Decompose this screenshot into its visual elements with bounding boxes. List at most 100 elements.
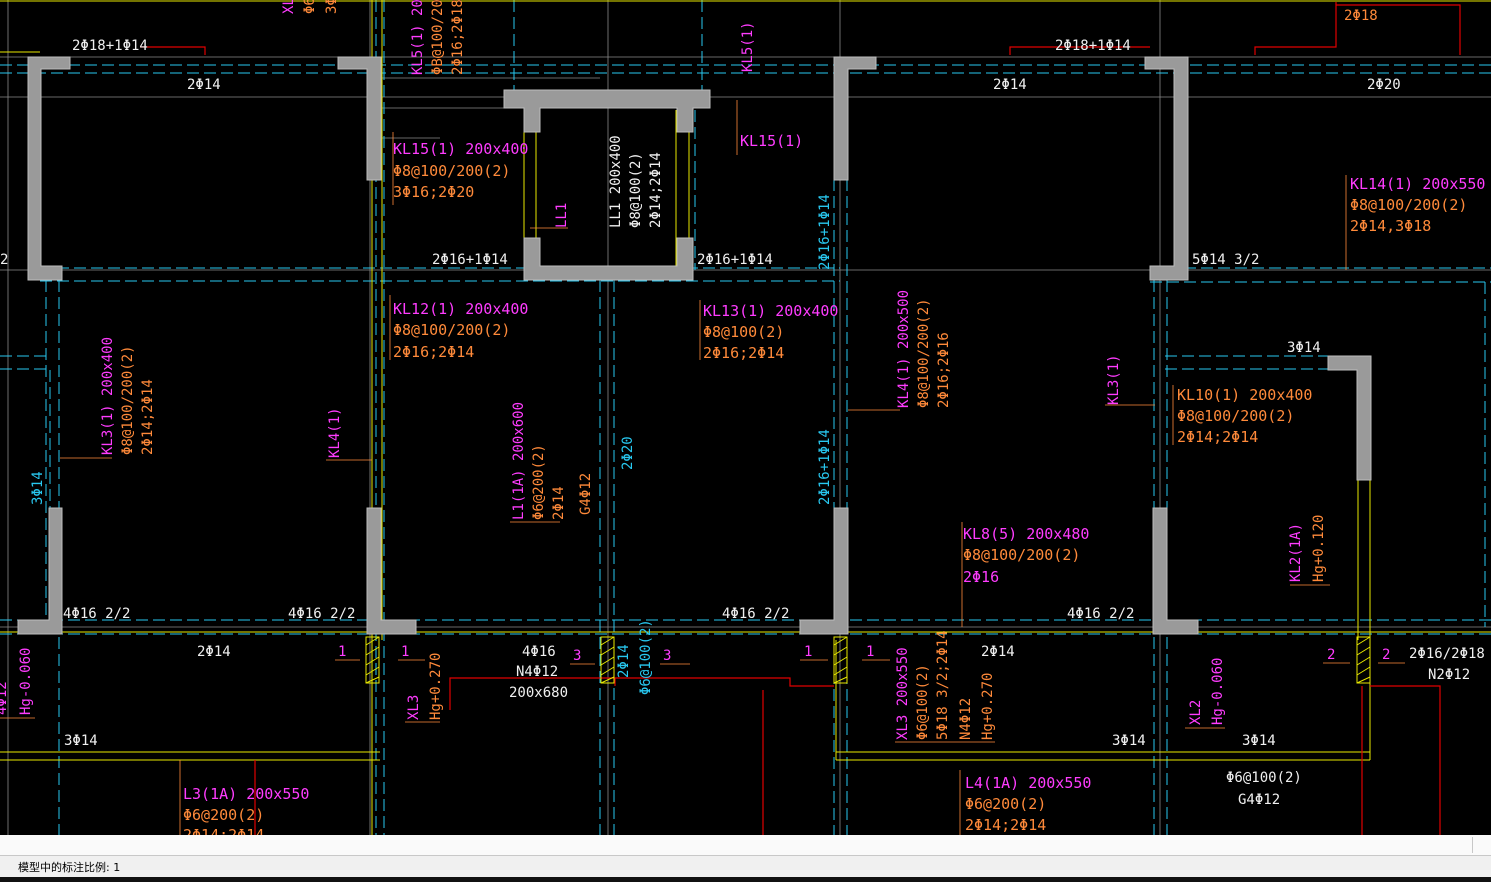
vertical-annotation-label-v18: G4Φ12 — [578, 473, 594, 515]
annotation-label-t7: KL15(1) 200x400 — [393, 140, 528, 158]
vertical-annotation-label-v29: XL3 — [406, 695, 422, 720]
vertical-annotation-label-v31: 2Φ14 — [616, 644, 632, 678]
annotation-label-t46: 1 — [866, 644, 874, 660]
horizontal-scroll-strip[interactable] — [0, 835, 1491, 856]
vertical-annotation-label-v12: 2Φ14;2Φ14 — [140, 379, 156, 455]
vertical-annotation-label-v20: 2Φ16+1Φ14 — [817, 429, 833, 505]
annotation-label-t32: 4Φ16 2/2 — [722, 606, 789, 622]
vertical-annotation-label-v5: LL1 — [554, 203, 570, 228]
vertical-annotation-label-v11: Φ8@100/200(2) — [120, 345, 136, 455]
annotation-label-t28: Φ8@100/200(2) — [963, 546, 1080, 564]
annotation-label-t29: 2Φ16 — [963, 568, 999, 586]
vertical-annotation-label-v25: KL2(1A) — [1288, 523, 1304, 582]
vertical-annotation-label-v1: KL5(1) 200x4** — [410, 0, 426, 75]
hatched-columns — [365, 636, 1371, 684]
concrete-walls — [17, 56, 1372, 635]
vertical-annotation-label-v28: Hg-0.060 — [18, 648, 34, 715]
vertical-annotation-label-v38: XL2 — [1188, 700, 1204, 725]
annotation-label-t1: 2Φ18+1Φ14 — [72, 38, 148, 54]
annotation-label-t3: 2Φ18+1Φ14 — [1055, 38, 1131, 54]
vertical-annotation-label-v7: Φ8@100(2) — [628, 152, 644, 228]
annotation-label-t36: N4Φ12 — [516, 664, 558, 680]
annotation-label-t44: 3 — [663, 648, 671, 664]
annotation-label-t53: G4Φ12 — [1238, 792, 1280, 808]
annotation-label-t41: 1 — [338, 644, 346, 660]
annotation-label-t24: KL10(1) 200x400 — [1177, 386, 1312, 404]
vertical-annotation-label-v15: L1(1A) 200x600 — [511, 402, 527, 520]
vertical-annotation-label-v2: ΦB@100/20* — [430, 0, 446, 75]
annotation-label-t49: 3Φ14 — [64, 733, 98, 749]
vertical-annotation-label-v24: KL3(1) — [1106, 354, 1122, 405]
annotation-label-t10: KL15(1) — [740, 132, 803, 150]
grid-lines — [0, 0, 1491, 835]
corner-box — [1472, 837, 1491, 853]
annotation-labels: 2Φ18+1Φ14 2Φ14 2Φ18+1Φ14 2Φ14 2Φ20 2Φ18KL15(1… — [0, 8, 1485, 835]
annotation-label-t52: Φ6@100(2) — [1226, 770, 1302, 786]
vertical-annotation-label-v30: Hg+0.270 — [428, 653, 444, 720]
vertical-annotation-label-v10: KL3(1) 200x400 — [100, 337, 116, 455]
annotation-label-t48: 2 — [1382, 647, 1390, 663]
annotation-label-t42: 1 — [401, 644, 409, 660]
bottom-edge — [0, 877, 1491, 882]
annotation-label-t6: 2Φ18 — [1344, 8, 1378, 24]
annotation-label-t37: 200x680 — [509, 685, 568, 701]
vertical-annotation-label-v8: 2Φ14;2Φ14 — [648, 152, 664, 228]
annotation-label-t39: 2Φ16/2Φ18 — [1409, 646, 1485, 662]
annotation-label-t30: 4Φ16 2/2 — [63, 606, 130, 622]
vertical-annotation-label-v9: 2Φ16+1Φ14 — [817, 194, 833, 270]
annotation-label-t54: L4(1A) 200x550 — [965, 774, 1091, 792]
vertical-annotation-label-v41: Φ6 — [302, 0, 318, 14]
annotation-label-t19: 2Φ16;2Φ14 — [393, 343, 474, 361]
vertical-annotation-label-v3: 2Φ16;2Φ18 — [450, 0, 466, 75]
annotation-label-t4: 2Φ14 — [993, 77, 1027, 93]
vertical-annotation-label-v21: KL4(1) 200x500 — [896, 290, 912, 408]
annotation-label-t27: KL8(5) 200x480 — [963, 525, 1089, 543]
annotation-label-t12: Φ8@100/200(2) — [1350, 196, 1467, 214]
cad-drawing-canvas[interactable]: 2Φ18+1Φ14 2Φ14 2Φ18+1Φ14 2Φ14 2Φ20 2Φ18KL15(1… — [0, 0, 1491, 835]
annotation-label-t45: 1 — [804, 644, 812, 660]
vertical-annotation-label-v39: Hg-0.060 — [1210, 658, 1226, 725]
annotation-label-t22: 2Φ16;2Φ14 — [703, 344, 784, 362]
vertical-annotation-label-v37: Hg+0.270 — [980, 673, 996, 740]
vertical-annotation-label-v36: N4Φ12 — [958, 698, 974, 740]
annotation-label-t18: Φ8@100/200(2) — [393, 321, 510, 339]
annotation-label-t43: 3 — [573, 648, 581, 664]
vertical-annotation-label-v22: Φ8@100/200(2) — [916, 298, 932, 408]
vertical-annotation-label-v32: Φ6@100(2) — [638, 619, 654, 695]
vertical-annotation-label-v23: 2Φ16;2Φ16 — [936, 332, 952, 408]
vertical-annotation-label-v26: Hg+0.120 — [1311, 515, 1327, 582]
annotation-label-t47: 2 — [1327, 647, 1335, 663]
annotation-label-t5: 2Φ20 — [1367, 77, 1401, 93]
vertical-annotation-label-v27: 4Φ12 — [0, 681, 10, 715]
annotation-label-t59: 2Φ14;2Φ14 — [183, 826, 264, 835]
vertical-annotation-label-v17: 2Φ14 — [551, 486, 567, 520]
annotation-scale-text: 模型中的标注比例: 1 — [18, 861, 121, 874]
annotation-label-t8: Φ8@100/200(2) — [393, 162, 510, 180]
annotation-label-t20: KL13(1) 200x400 — [703, 302, 838, 320]
vertical-annotation-label-v19: 2Φ20 — [620, 436, 636, 470]
vertical-annotation-label-v14: 3Φ14 — [30, 471, 46, 505]
annotation-label-t13: 2Φ14,3Φ18 — [1350, 217, 1431, 235]
vertical-annotation-label-v6: LL1 200x400 — [608, 135, 624, 228]
vertical-annotation-label-v16: Φ6@200(2) — [531, 444, 547, 520]
leader-lines — [0, 100, 1405, 835]
annotation-label-t9: 3Φ16;2Φ20 — [393, 183, 474, 201]
vertical-annotation-label-v42: 3Φ — [324, 0, 340, 14]
status-bar: 模型中的标注比例: 1 — [0, 835, 1491, 882]
annotation-label-t57: L3(1A) 200x550 — [183, 785, 309, 803]
annotation-label-t14: 2Φ16+1Φ14 — [432, 252, 508, 268]
annotation-label-t51: 3Φ14 — [1242, 733, 1276, 749]
vertical-annotation-label-v35: 5Φ18 3/2;2Φ14 — [935, 630, 951, 740]
annotation-label-t33: 4Φ16 2/2 — [1067, 606, 1134, 622]
annotation-label-t55: Φ6@200(2) — [965, 795, 1046, 813]
annotation-label-t34: 2Φ14 — [197, 644, 231, 660]
annotation-label-t17: KL12(1) 200x400 — [393, 300, 528, 318]
annotation-label-t31: 4Φ16 2/2 — [288, 606, 355, 622]
vertical-annotation-label-v13: KL4(1) — [327, 407, 343, 458]
annotation-label-t21: Φ8@100(2) — [703, 323, 784, 341]
annotation-label-t11: KL14(1) 200x550 — [1350, 175, 1485, 193]
annotation-label-t16: 5Φ14 3/2 — [1192, 252, 1259, 268]
annotation-label-t23: 3Φ14 — [1287, 340, 1321, 356]
annotation-label-t60: 2 — [0, 252, 8, 268]
